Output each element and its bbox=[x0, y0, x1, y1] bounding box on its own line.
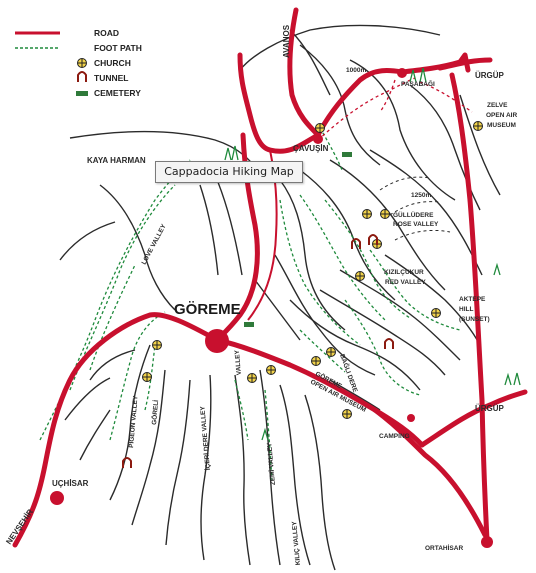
legend-church-label: CHURCH bbox=[94, 58, 131, 68]
legend-cemetery-icon bbox=[76, 91, 88, 96]
cemetery-icon bbox=[244, 322, 254, 327]
label-gulludere-1: GÜLLÜDERE bbox=[393, 210, 434, 219]
label-zelve-3: MUSEUM bbox=[487, 122, 516, 129]
contour-dashed bbox=[379, 176, 451, 241]
church-icon bbox=[362, 209, 372, 219]
contour-lines bbox=[59, 24, 501, 571]
map-tooltip: Cappadocia Hiking Map bbox=[155, 161, 303, 183]
church-icon bbox=[326, 347, 336, 357]
label-kizilcukur-1: KIZILÇUKUR bbox=[384, 269, 424, 276]
uchisar-dot bbox=[50, 491, 64, 505]
legend-church-icon bbox=[77, 58, 87, 68]
label-kaya-harman: KAYA HARMAN bbox=[87, 156, 146, 165]
church-icon bbox=[342, 409, 352, 419]
ortahisar-dot bbox=[481, 536, 493, 548]
cemetery-icon bbox=[342, 152, 352, 157]
tunnels bbox=[122, 234, 394, 468]
foot-paths bbox=[39, 127, 461, 481]
label-uchisar: UÇHİSAR bbox=[52, 479, 89, 488]
label-goreli: GÖRELİ bbox=[149, 399, 160, 425]
label-zemi: ZEMİ VALLEY bbox=[265, 442, 277, 486]
label-valley-small: VALLEY bbox=[234, 349, 243, 375]
legend-foot-path-label: FOOT PATH bbox=[94, 43, 142, 53]
cavusin-dot bbox=[313, 134, 323, 144]
pasabagi-dot bbox=[397, 68, 407, 78]
church-icon bbox=[311, 356, 321, 366]
cemeteries bbox=[244, 152, 352, 327]
label-kilic-valley: KILIÇ VALLEY bbox=[291, 520, 302, 565]
tunnel-icon bbox=[351, 238, 361, 249]
label-goreme: GÖREME bbox=[174, 301, 241, 318]
church-icon bbox=[152, 340, 162, 350]
label-zelve-1: ZELVE bbox=[487, 102, 508, 109]
church-icon bbox=[266, 365, 276, 375]
place-labels: AVANOS ÜRGÜP ÜRGÜP PAŞABAĞI ZELVE OPEN A… bbox=[4, 24, 517, 565]
church-icon bbox=[380, 209, 390, 219]
label-bagli-dere: BAĞLI DERE bbox=[338, 353, 360, 394]
legend: ROAD FOOT PATH CHURCH TUNNEL CEMETERY bbox=[15, 28, 142, 98]
town-markers bbox=[50, 68, 493, 548]
fairy-chimney-icons bbox=[224, 67, 521, 441]
label-camping: CAMPING bbox=[379, 433, 410, 440]
church-icon bbox=[142, 372, 152, 382]
church-icon bbox=[431, 308, 441, 318]
label-zelve-2: OPEN AIR bbox=[486, 112, 517, 119]
label-cavusin: ÇAVUŞİN bbox=[293, 144, 329, 153]
label-gulludere-2: ROSE VALLEY bbox=[393, 221, 439, 228]
legend-cemetery-label: CEMETERY bbox=[94, 88, 141, 98]
church-icon bbox=[473, 121, 483, 131]
tunnel-icon bbox=[122, 457, 132, 468]
label-ortahisar: ORTAHİSAR bbox=[425, 544, 463, 552]
church-icon bbox=[247, 373, 257, 383]
label-urgup-right: ÜRGÜP bbox=[475, 404, 505, 413]
label-aktepe-3: (SUNSET) bbox=[459, 316, 490, 323]
church-icon bbox=[315, 123, 325, 133]
label-1000m: 1000m bbox=[346, 67, 366, 74]
goreme-dot bbox=[205, 329, 229, 353]
tunnel-icon bbox=[368, 234, 378, 245]
label-pigeon-valley: PIGEON VALLEY bbox=[128, 395, 140, 448]
label-avanos: AVANOS bbox=[282, 24, 291, 58]
label-aktepe-2: HILL bbox=[459, 306, 473, 313]
church-icon bbox=[355, 271, 365, 281]
label-love-valley: LOVE VALLEY bbox=[141, 223, 168, 266]
legend-tunnel-icon bbox=[77, 71, 87, 82]
tunnel-icon bbox=[384, 338, 394, 349]
legend-tunnel-label: TUNNEL bbox=[94, 73, 128, 83]
label-kizilcukur-2: RED VALLEY bbox=[385, 279, 426, 286]
label-pasabagi: PAŞABAĞI bbox=[401, 79, 435, 88]
legend-road-label: ROAD bbox=[94, 28, 119, 38]
red-footpath bbox=[317, 77, 473, 141]
label-aktepe-1: AKTEPE bbox=[459, 296, 486, 303]
camping-dot bbox=[407, 414, 415, 422]
churches bbox=[142, 121, 483, 419]
label-1250m: 1250m bbox=[411, 192, 431, 199]
label-urgup-top: ÜRGÜP bbox=[475, 71, 505, 80]
